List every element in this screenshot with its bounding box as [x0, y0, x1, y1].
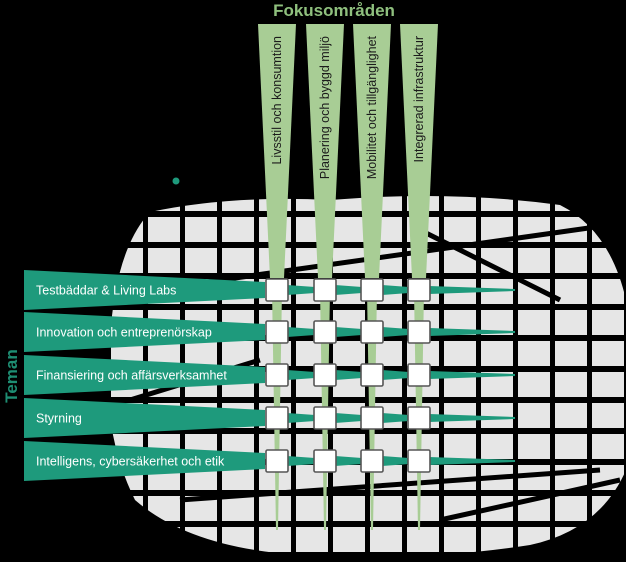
theme-label: Styrning	[36, 412, 82, 426]
focus-area-beam-3	[353, 24, 391, 278]
theme-beam-5	[24, 441, 265, 481]
theme-connector	[335, 370, 362, 380]
theme-tail-2	[429, 328, 515, 336]
theme-beam-2	[24, 312, 265, 352]
theme-label: Testbäddar & Living Labs	[36, 284, 176, 298]
intersection-node	[360, 363, 384, 387]
focus-area-beam-4	[400, 24, 438, 278]
theme-beam-3	[24, 355, 265, 395]
intersection-node	[360, 449, 384, 473]
theme-tail-4	[429, 414, 515, 422]
intersection-node	[407, 406, 431, 430]
theme-connector	[382, 370, 409, 380]
theme-connector	[335, 327, 362, 337]
intersection-node	[360, 278, 384, 302]
theme-connector	[287, 327, 315, 337]
intersection-node	[360, 320, 384, 344]
theme-label: Innovation och entreprenörskap	[36, 326, 212, 340]
focus-area-label: Mobilitet och tillgänglighet	[365, 35, 379, 179]
theme-connector	[335, 413, 362, 423]
focus-areas-title: Fokusområden	[273, 1, 395, 20]
focus-area-label: Livsstil och konsumtion	[270, 36, 284, 165]
theme-connector	[287, 413, 315, 423]
intersection-node	[313, 320, 337, 344]
intersection-node	[360, 406, 384, 430]
theme-label: Finansiering och affärsverksamhet	[36, 369, 227, 383]
intersection-node	[407, 449, 431, 473]
intersection-node	[407, 363, 431, 387]
theme-tail-5	[429, 457, 515, 465]
theme-tail-3	[429, 371, 515, 379]
focus-area-beam-1	[258, 24, 296, 278]
theme-connector	[335, 456, 362, 466]
intersection-node	[313, 278, 337, 302]
intersection-node	[265, 406, 289, 430]
focus-area-beam-2	[306, 24, 344, 278]
theme-connector	[382, 456, 409, 466]
map-dot	[172, 177, 180, 185]
theme-label: Intelligens, cybersäkerhet och etik	[36, 455, 225, 469]
theme-beam-1	[24, 270, 265, 310]
intersection-node	[265, 278, 289, 302]
themes-title: Teman	[2, 349, 21, 403]
intersection-nodes	[265, 278, 431, 473]
intersection-node	[407, 278, 431, 302]
focus-area-label: Integrerad infrastruktur	[412, 36, 426, 162]
theme-connector	[382, 285, 409, 295]
theme-connector	[382, 413, 409, 423]
theme-tail-1	[429, 286, 515, 294]
theme-beam-4	[24, 398, 265, 438]
intersection-node	[313, 406, 337, 430]
theme-connector	[287, 456, 315, 466]
theme-connector	[287, 285, 315, 295]
theme-connector	[382, 327, 409, 337]
intersection-node	[407, 320, 431, 344]
intersection-node	[265, 363, 289, 387]
intersection-node	[265, 449, 289, 473]
theme-connector	[335, 285, 362, 295]
theme-connector	[287, 370, 315, 380]
intersection-node	[313, 363, 337, 387]
intersection-node	[265, 320, 289, 344]
focus-area-label: Planering och byggd miljö	[318, 36, 332, 179]
intersection-node	[313, 449, 337, 473]
